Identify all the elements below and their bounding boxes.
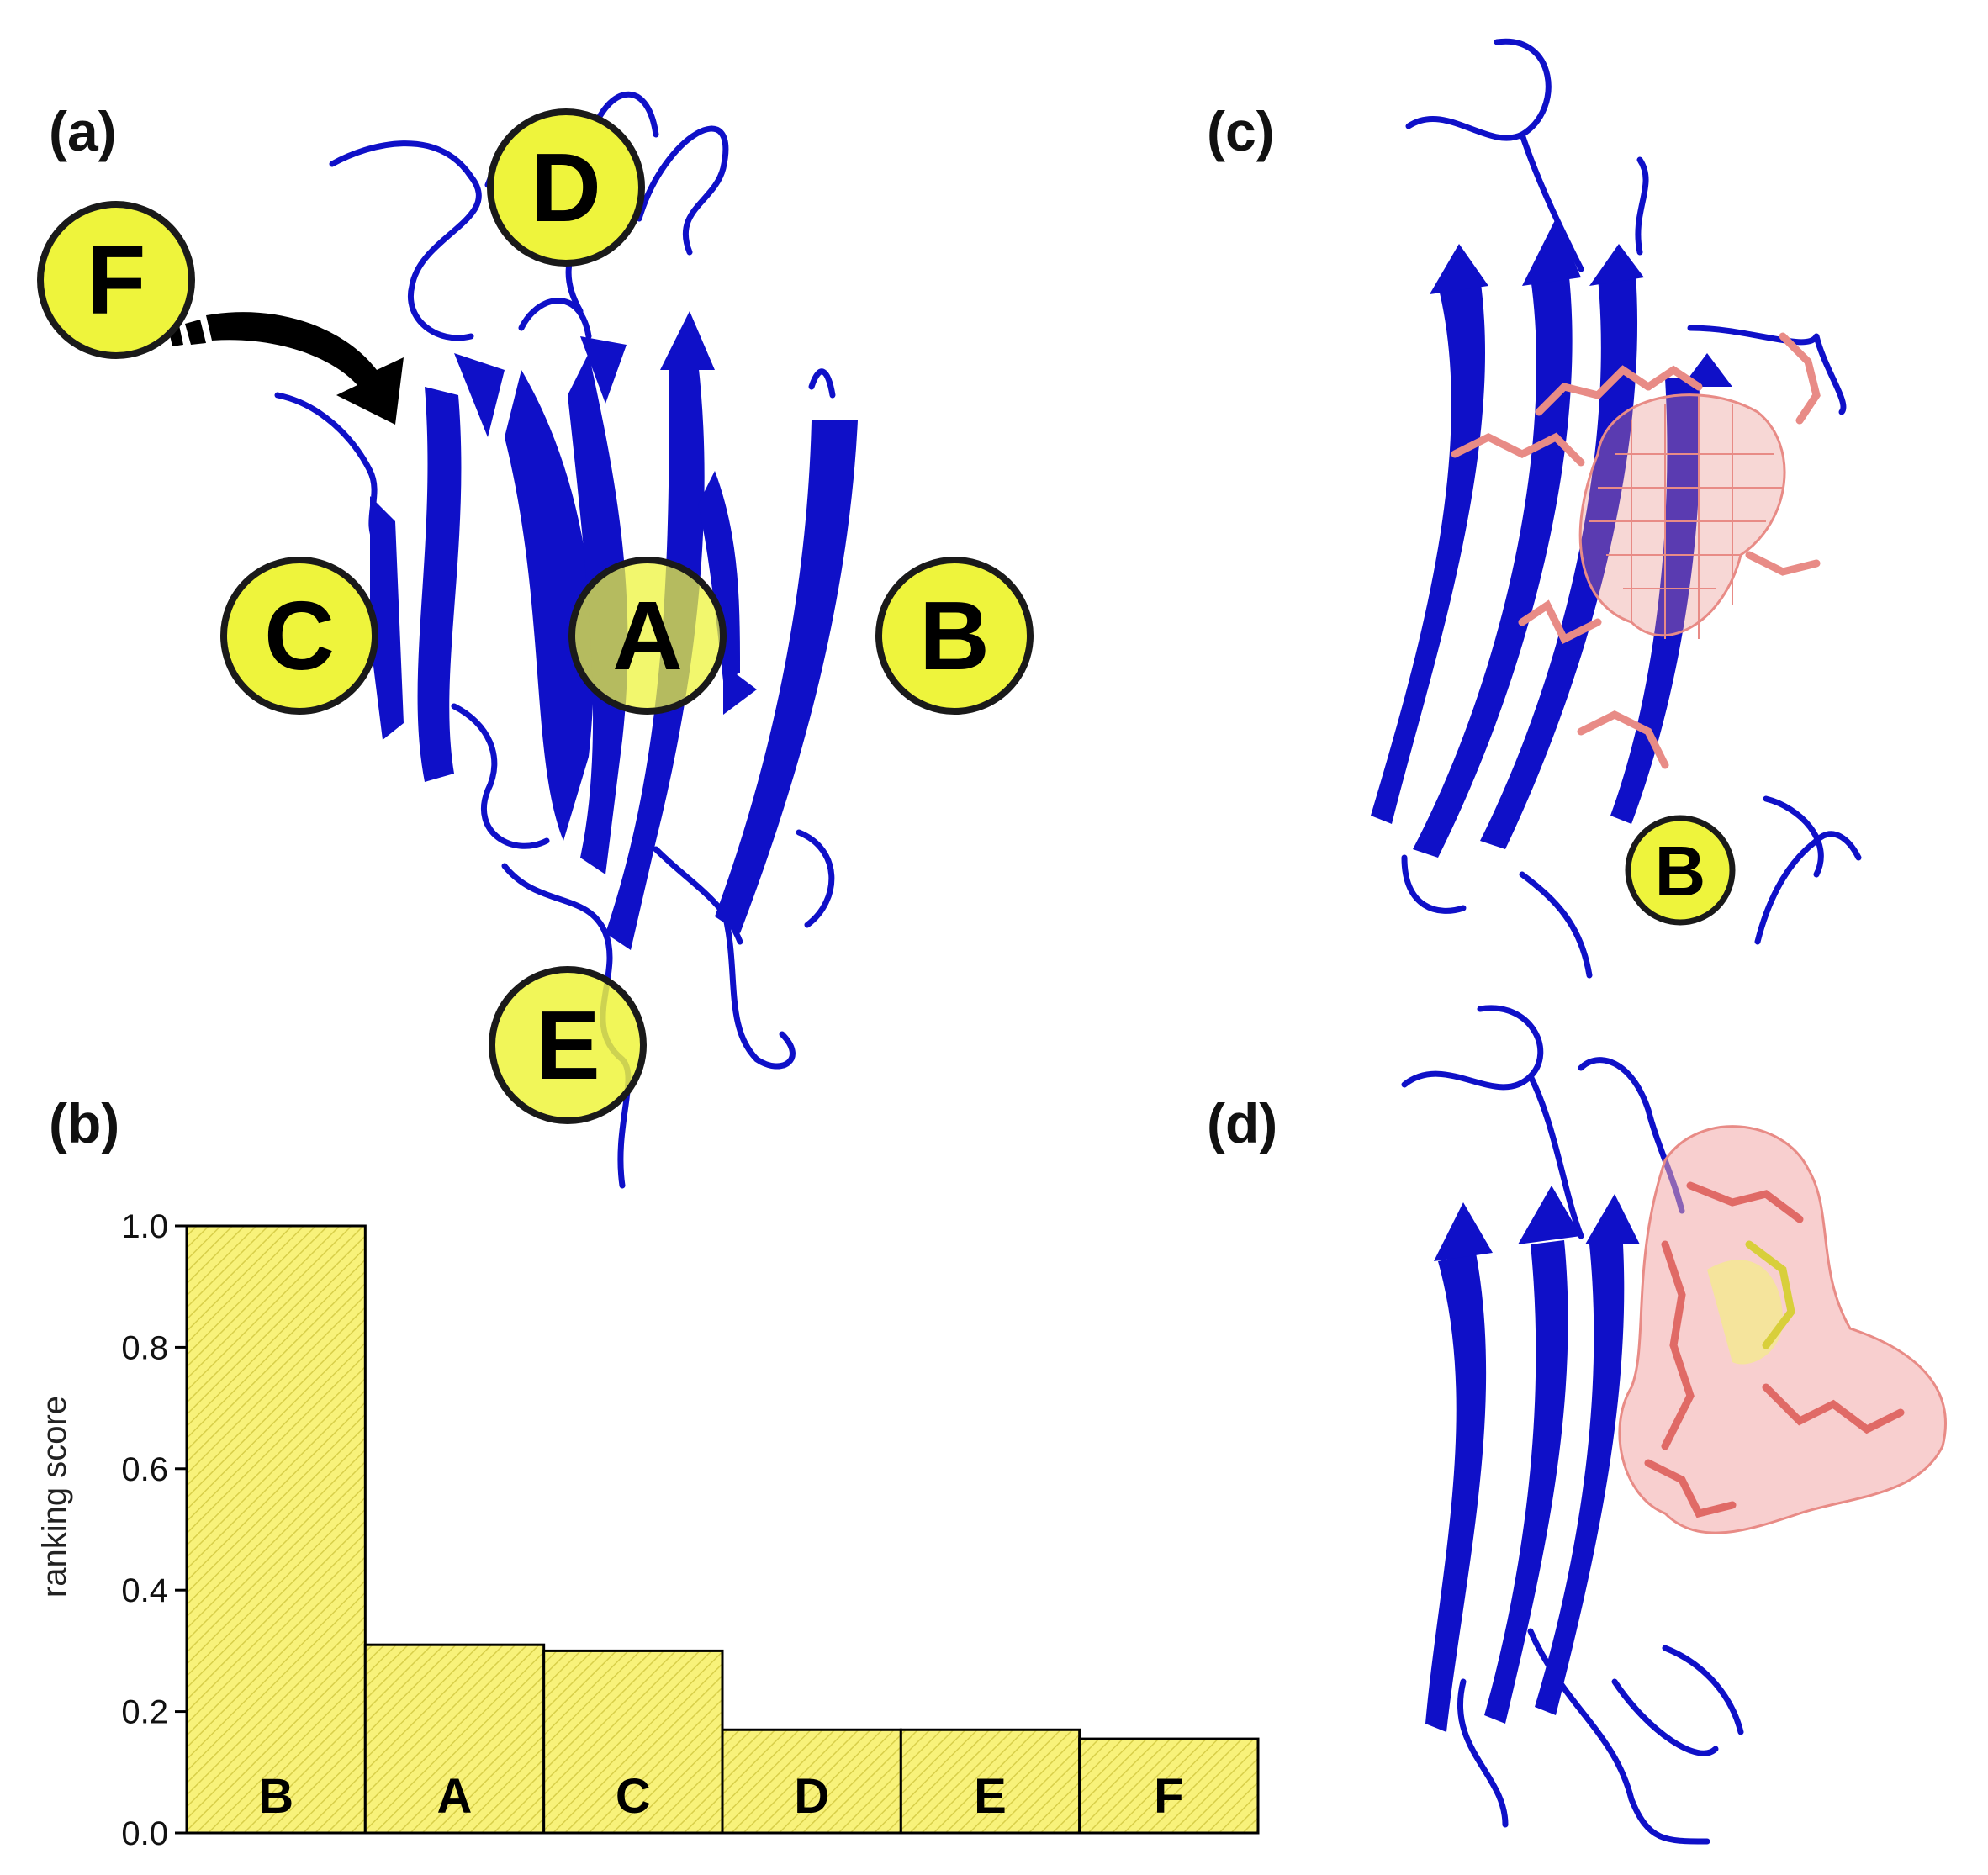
site-marker-a: A [568,557,727,715]
protein-ribbon-d [1401,1005,1744,1845]
panel-label-c: (c) [1207,100,1275,162]
bar-label-c: C [616,1769,651,1824]
site-marker-c: C [220,557,378,715]
bar-label-d: D [794,1769,829,1824]
site-marker-f: F [37,201,195,359]
panel-c-structure: B [1371,38,1862,979]
beta-strands-c [1371,219,1732,858]
bar-e [899,1728,1081,1835]
beta-strands-d [1425,1186,1640,1732]
bar-b [185,1224,367,1835]
panel-d-structure [1401,1005,1947,1845]
panel-label-a: (a) [49,100,117,162]
beta-strands-a [370,311,858,950]
bar-label-b: B [258,1769,293,1824]
y-axis-label: ranking score [36,1396,73,1598]
panel-a-structure: D F C A B E [37,92,1034,1189]
site-label-d: D [531,133,601,242]
bar-label-a: A [437,1769,473,1824]
site-label-c: C [264,581,335,690]
bar-f [1078,1737,1260,1835]
site-marker-d: D [487,108,645,267]
protein-ribbon-c [1401,38,1862,979]
ligand-mesh [1578,393,1786,639]
panel-label-b: (b) [49,1092,120,1154]
panel-label-d: (d) [1207,1092,1278,1154]
y-axis: 0.0 0.2 0.4 0.6 0.8 1.0 [121,1208,188,1852]
bar-label-e: E [974,1769,1007,1824]
bar-d [721,1728,902,1835]
ligand-sticks [1451,332,1821,769]
protein-ribbon-a [274,92,836,1189]
y-tick-label: 0.6 [121,1451,168,1488]
peptide-sticks [1644,1181,1905,1518]
site-marker-c-b: B [1625,815,1736,926]
ranking-score-chart: 0.0 0.2 0.4 0.6 0.8 1.0 B A C D E F ranking score [36,1208,1260,1852]
bar-label-f: F [1154,1769,1183,1824]
site-label-a: A [612,581,683,690]
arrow-icon [168,312,404,425]
site-label-c-b: B [1655,832,1706,911]
site-marker-b: B [875,557,1034,715]
y-tick-label: 1.0 [121,1208,168,1245]
y-tick-label: 0.8 [121,1329,168,1366]
y-tick-label: 0.0 [121,1815,168,1852]
y-tick-label: 0.2 [121,1694,168,1731]
site-label-f: F [87,225,146,335]
site-label-b: B [919,581,990,690]
bar-a [363,1643,546,1835]
site-marker-e: E [489,966,647,1124]
site-label-e: E [535,990,600,1100]
y-tick-label: 0.4 [121,1572,168,1609]
